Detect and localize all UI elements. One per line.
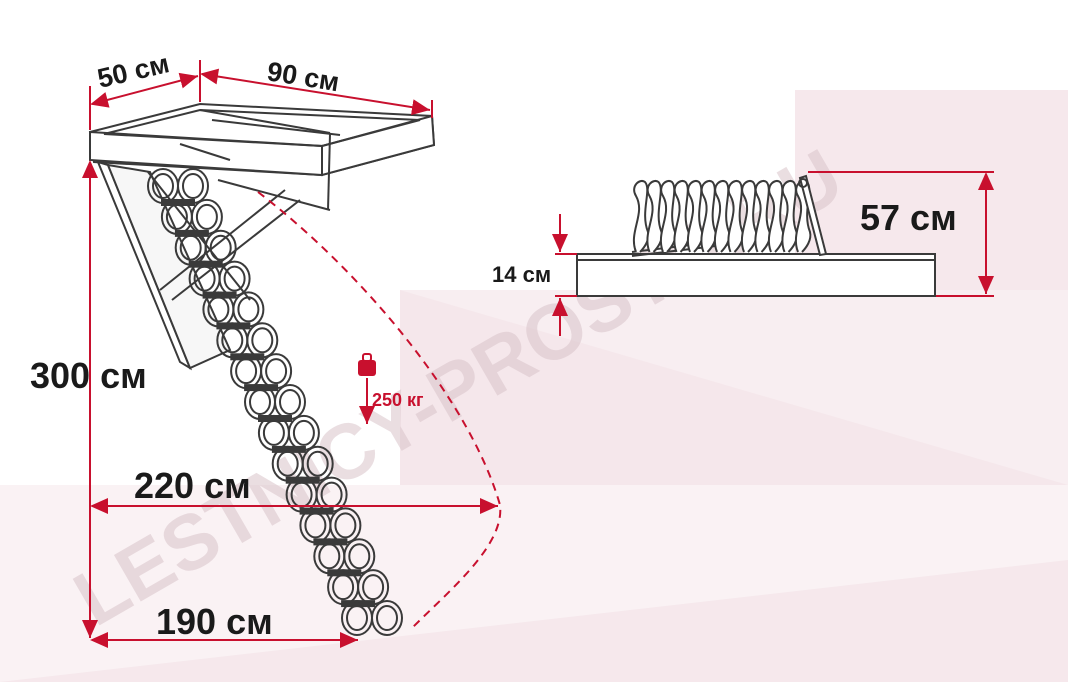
load-label: 250 кг xyxy=(372,390,424,410)
folded-link xyxy=(646,180,663,253)
folded-arm xyxy=(798,174,828,257)
ladder-link-inner xyxy=(332,574,355,601)
background-bands xyxy=(0,90,1068,682)
dimension-hatch-width: 50 см xyxy=(95,48,172,94)
ladder-link-inner xyxy=(265,358,288,385)
dimension-folded-height: 57 см xyxy=(860,197,957,238)
ladder-link-inner xyxy=(348,543,371,570)
dimension-reach: 220 см xyxy=(134,465,251,506)
ladder-link-inner xyxy=(235,358,258,385)
ladder-link-inner xyxy=(182,173,204,199)
ladder-link-inner xyxy=(276,450,299,477)
swing-arc xyxy=(257,191,502,629)
ladder-link-inner xyxy=(318,543,341,570)
ladder-link-inner xyxy=(237,296,260,323)
folded-scissor-links xyxy=(632,180,812,253)
dimension-frame-depth: 14 см xyxy=(492,262,551,287)
ladder-link-inner xyxy=(292,419,315,446)
ladder-link-inner xyxy=(376,605,398,631)
ladder-link-inner xyxy=(279,389,301,415)
ladder-link-inner xyxy=(152,173,174,199)
ladder-link-inner xyxy=(346,605,368,631)
ladder-link-inner xyxy=(223,265,246,292)
ladder-link-inner xyxy=(195,203,218,230)
hatch-door xyxy=(96,160,331,371)
ladder-link-inner xyxy=(179,234,202,261)
dimension-lines-right xyxy=(552,171,994,336)
ladder-link-inner xyxy=(165,203,188,230)
ladder-link-inner xyxy=(306,450,329,477)
ladder-link-inner xyxy=(193,265,216,292)
ladder-link-inner xyxy=(362,574,385,601)
dimension-base: 190 см xyxy=(156,601,273,642)
ladder-link-inner xyxy=(209,234,232,261)
weight-icon xyxy=(358,353,376,376)
ladder-link xyxy=(371,600,403,636)
dimension-hatch-length: 90 см xyxy=(265,56,341,97)
ladder-link-inner xyxy=(207,296,230,323)
ladder-link-inner xyxy=(249,389,271,415)
dimension-lines-left xyxy=(82,60,498,648)
ladder-link-inner xyxy=(251,327,274,354)
folded-ladder xyxy=(576,231,936,297)
ladder-link-inner xyxy=(221,327,244,354)
scissor-ladder xyxy=(147,168,403,636)
ladder-link-inner xyxy=(262,419,285,446)
folded-link xyxy=(632,180,650,253)
dimension-ceiling-height: 300 см xyxy=(30,355,147,396)
